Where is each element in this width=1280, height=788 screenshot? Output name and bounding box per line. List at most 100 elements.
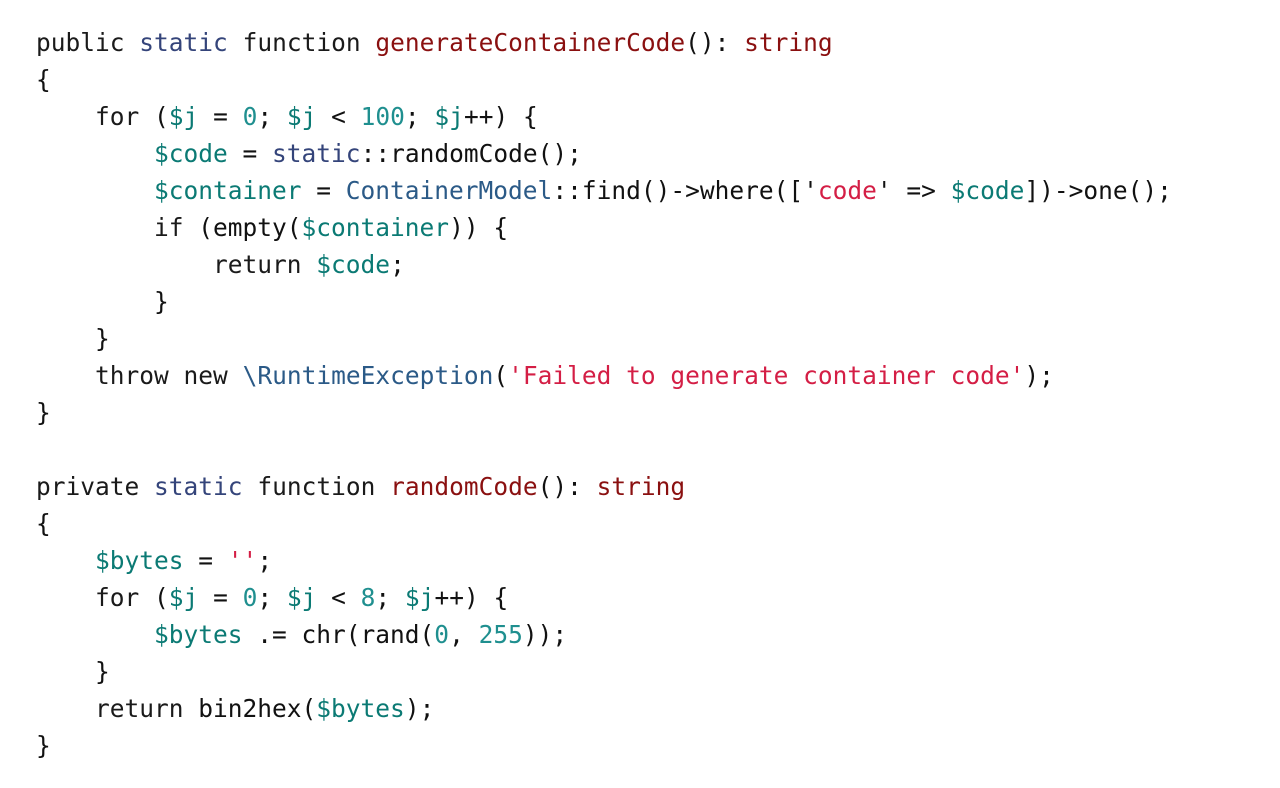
code-text xyxy=(361,28,376,57)
code-text: = xyxy=(227,139,273,168)
string-token: code xyxy=(817,176,877,205)
code-text xyxy=(228,361,243,390)
code-line: } xyxy=(36,727,1172,764)
code-text xyxy=(36,213,154,242)
code-text: ])->one(); xyxy=(1024,176,1172,205)
code-line: } xyxy=(36,283,1172,320)
code-text: .= chr(rand( xyxy=(242,620,435,649)
function-name-token: generateContainerCode xyxy=(375,28,686,57)
code-line: { xyxy=(36,505,1172,542)
code-text: ); xyxy=(1024,361,1054,390)
variable-token: $j xyxy=(286,583,317,612)
keyword-token: return xyxy=(95,694,184,723)
number-token: 0 xyxy=(434,620,450,649)
number-token: 0 xyxy=(242,583,258,612)
type-token: string xyxy=(744,28,833,57)
variable-token: $j xyxy=(286,102,317,131)
variable-token: $j xyxy=(168,583,199,612)
code-line: for ($j = 0; $j < 100; $j++) { xyxy=(36,98,1172,135)
code-text xyxy=(125,28,140,57)
code-text: ; xyxy=(257,583,287,612)
variable-token: $container xyxy=(154,176,302,205)
code-text: ( xyxy=(139,102,169,131)
keyword-token: function xyxy=(257,472,376,501)
code-text xyxy=(36,176,154,205)
code-text: ++) { xyxy=(463,102,538,131)
string-token: 'Failed to generate container code' xyxy=(508,361,1025,390)
code-text: = xyxy=(183,546,228,575)
code-text: (empty( xyxy=(183,213,302,242)
code-text: } xyxy=(36,657,110,686)
keyword-token: private xyxy=(36,472,140,501)
variable-token: $bytes xyxy=(154,620,243,649)
number-token: 8 xyxy=(360,583,376,612)
code-text xyxy=(36,583,95,612)
number-token: 100 xyxy=(360,102,405,131)
code-text: ; xyxy=(390,250,405,279)
variable-token: $j xyxy=(434,102,464,131)
code-text: ; xyxy=(404,102,435,131)
code-text xyxy=(36,546,95,575)
keyword-token: new xyxy=(183,361,228,390)
modifier-token: static xyxy=(139,28,228,57)
keyword-token: if xyxy=(154,213,184,242)
code-text xyxy=(36,139,154,168)
code-text: )); xyxy=(522,620,568,649)
code-line: ​ xyxy=(36,431,1172,468)
code-line: $bytes = ''; xyxy=(36,542,1172,579)
class-name-token: ContainerModel xyxy=(345,176,553,205)
code-text xyxy=(36,102,95,131)
code-text: ; xyxy=(257,102,287,131)
variable-token: $code xyxy=(154,139,228,168)
code-text xyxy=(36,694,95,723)
code-text: ' => xyxy=(876,176,951,205)
code-text xyxy=(243,472,258,501)
variable-token: $code xyxy=(950,176,1025,205)
code-text: } xyxy=(36,287,169,316)
code-text: ++) { xyxy=(434,583,509,612)
code-text xyxy=(36,250,213,279)
keyword-token: return xyxy=(213,250,302,279)
code-line: } xyxy=(36,320,1172,357)
code-text xyxy=(302,250,317,279)
code-text: ( xyxy=(139,583,169,612)
code-text: { xyxy=(36,509,51,538)
code-text: } xyxy=(36,398,51,427)
code-text xyxy=(228,28,243,57)
code-line: $code = static::randomCode(); xyxy=(36,135,1172,172)
code-text: bin2hex( xyxy=(183,694,317,723)
code-text: < xyxy=(316,102,361,131)
code-text: ; xyxy=(375,583,405,612)
keyword-token: function xyxy=(242,28,361,57)
code-text xyxy=(36,361,95,390)
variable-token: $bytes xyxy=(95,546,184,575)
code-editor[interactable]: public static function generateContainer… xyxy=(36,24,1172,764)
code-text xyxy=(36,620,154,649)
code-text xyxy=(139,472,154,501)
code-line: } xyxy=(36,653,1172,690)
code-line: if (empty($container)) { xyxy=(36,209,1172,246)
keyword-token: public xyxy=(36,28,125,57)
code-text: ::randomCode(); xyxy=(360,139,582,168)
keyword-token: for xyxy=(95,102,140,131)
code-line: for ($j = 0; $j < 8; $j++) { xyxy=(36,579,1172,616)
code-text: } xyxy=(36,324,110,353)
code-line: { xyxy=(36,61,1172,98)
modifier-token: static xyxy=(272,139,361,168)
code-text: ::find()->where([' xyxy=(552,176,818,205)
class-name-token: \RuntimeException xyxy=(242,361,494,390)
variable-token: $j xyxy=(168,102,199,131)
code-line: private static function randomCode(): st… xyxy=(36,468,1172,505)
code-text: = xyxy=(198,102,243,131)
code-line: } xyxy=(36,394,1172,431)
code-text: (): xyxy=(685,28,745,57)
variable-token: $container xyxy=(301,213,450,242)
code-line: return bin2hex($bytes); xyxy=(36,690,1172,727)
code-text: < xyxy=(316,583,361,612)
variable-token: $bytes xyxy=(316,694,405,723)
code-text xyxy=(169,361,184,390)
code-text: = xyxy=(301,176,346,205)
code-line: throw new \RuntimeException('Failed to g… xyxy=(36,357,1172,394)
modifier-token: static xyxy=(154,472,243,501)
type-token: string xyxy=(596,472,686,501)
